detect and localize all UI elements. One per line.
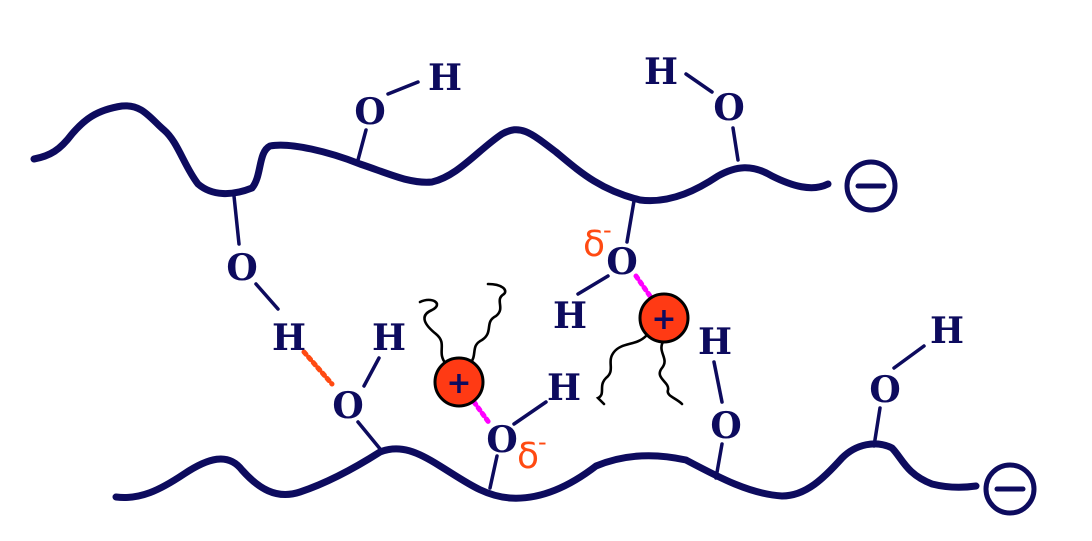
partial-charge-upper: δ - [583, 216, 612, 265]
anion-top [844, 159, 898, 213]
cation-right-tail-2 [658, 338, 684, 406]
lower-hydrogen: H [547, 367, 581, 409]
cation-left-tail-2 [468, 282, 507, 366]
bond-lower-o-h [512, 400, 548, 426]
top-oh2-hydrogen: H [644, 51, 678, 93]
upper-hydrogen: H [553, 295, 587, 337]
hydrogen-bond [301, 349, 335, 387]
bond-far-o-h [892, 344, 926, 370]
cation-right-tail-1 [595, 334, 648, 406]
top-oh1-oxygen: O [354, 91, 385, 133]
left-hydrogen: H [272, 317, 306, 359]
partial-charge-lower-symbol: δ [517, 436, 539, 477]
bond-chain-left-o [232, 194, 241, 246]
bond-left-o-h [254, 282, 280, 311]
partial-charge-lower: δ - [517, 428, 547, 477]
bond-mid-o-h [362, 356, 381, 388]
ion-dipole-right [633, 273, 653, 299]
bond-chain-right-o [714, 442, 724, 480]
upper-oxygen: O [606, 241, 637, 283]
ion-dipole-left [471, 399, 493, 427]
bond-chain-mid-o [356, 420, 383, 452]
bond-chain-top-o1 [356, 128, 368, 162]
bond-chain-far-o [872, 406, 882, 448]
partial-charge-upper-symbol: δ [583, 224, 605, 265]
bond-chain-upper-o [625, 199, 636, 244]
partial-charge-upper-sign: - [603, 216, 612, 244]
cation-right: + [638, 292, 690, 344]
anion-bottom [983, 462, 1037, 516]
mid-hydrogen: H [372, 317, 406, 359]
bond-upper-o-h [576, 274, 610, 296]
far-oxygen: O [869, 369, 900, 411]
cation-left-sign: + [446, 366, 471, 401]
cation-left-tail-1 [418, 298, 448, 366]
top-polymer-chain [30, 102, 832, 205]
bottom-polymer-chain [112, 440, 980, 502]
bond-top-o2-h [684, 72, 714, 94]
mid-oxygen: O [332, 385, 363, 427]
bond-top-o1-h [386, 80, 420, 96]
lower-oxygen: O [486, 419, 517, 461]
top-oh1-hydrogen: H [428, 57, 462, 99]
partial-charge-lower-sign: - [538, 428, 547, 456]
right-oxygen: O [710, 405, 741, 447]
far-hydrogen: H [930, 310, 964, 352]
bond-right-o-h [712, 360, 724, 404]
right-hydrogen: H [698, 321, 732, 363]
top-oh2-oxygen: O [713, 87, 744, 129]
cation-right-sign: + [651, 302, 676, 337]
left-oxygen: O [226, 247, 257, 289]
cation-left: + [433, 356, 485, 408]
bond-chain-lower-o [488, 454, 499, 490]
bond-chain-top-o2 [731, 126, 740, 162]
